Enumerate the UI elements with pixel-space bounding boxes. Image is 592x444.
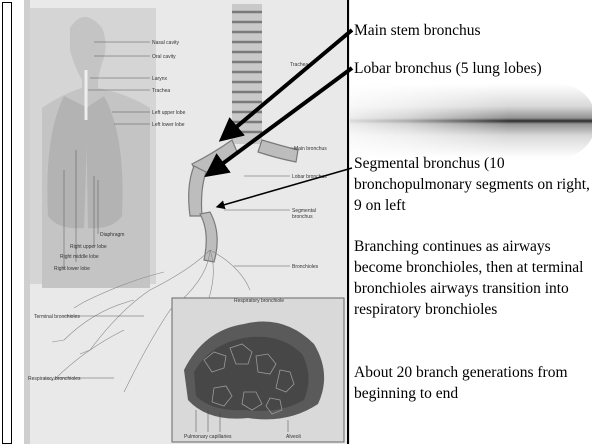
- text-branch-generations: About 20 branch generations from beginni…: [354, 362, 590, 404]
- arrow-lobar: [214, 68, 352, 170]
- arrow-segmental: [220, 168, 352, 206]
- text-branching: Branching continues as airways become br…: [354, 236, 590, 320]
- text-main-stem-bronchus: Main stem bronchus: [354, 20, 590, 41]
- text-lobar-bronchus: Lobar bronchus (5 lung lobes): [354, 58, 590, 79]
- text-segmental-bronchus: Segmental bronchus (10 bronchopulmonary …: [354, 153, 590, 216]
- explanation-panel: Main stem bronchus Lobar bronchus (5 lun…: [354, 0, 590, 444]
